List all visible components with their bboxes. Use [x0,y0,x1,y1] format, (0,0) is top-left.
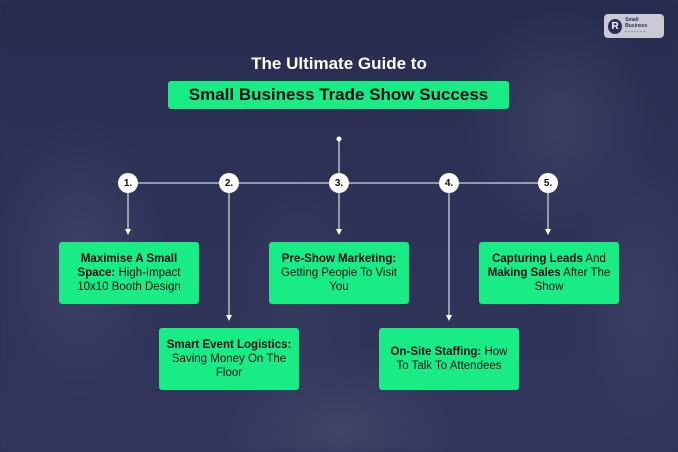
step-5-card: Capturing Leads And Making Sales After T… [479,242,619,304]
step-1-bold: Maximise A Small Space: [77,253,178,279]
step-5-rest: After The Show [534,267,611,293]
step-1-card: Maximise A Small Space: High-Impact 10x1… [59,242,199,304]
step-4-rest: How To Talk To Attendees [396,346,508,372]
step-2-number: 2. [219,173,239,193]
page-subtitle: Small Business Trade Show Success [168,81,509,109]
step-4-number: 4. [439,173,459,193]
step-1-rest: High-Impact 10x10 Booth Design [77,267,181,293]
step-4-bold: On-Site Staffing: [390,346,482,358]
logo-line-1: Small Business [625,17,648,29]
step-1-number: 1. [118,173,138,193]
step-2-card: Smart Event Logistics: Saving Money On T… [159,328,299,390]
step-5-number: 5. [538,173,558,193]
logo-line-2: - - - - - - - [625,29,646,35]
brand-logo: R Small Business - - - - - - - [604,14,664,38]
timeline-top-dot [336,136,342,142]
step-3-number: 3. [329,173,349,193]
step-4-text: On-Site Staffing: How To Talk To Attende… [385,345,513,373]
step-2-text: Smart Event Logistics: Saving Money On T… [165,338,293,380]
step-3-text: Pre-Show Marketing: Getting People To Vi… [275,252,403,294]
step-3-rest: Getting People To Visit You [281,267,397,293]
step-3-bold: Pre-Show Marketing: [281,253,397,265]
step-3-card: Pre-Show Marketing: Getting People To Vi… [269,242,409,304]
step-5-bold-2: Making Sales [487,267,561,279]
step-1-text: Maximise A Small Space: High-Impact 10x1… [65,252,193,294]
page-title: The Ultimate Guide to [251,54,427,73]
step-5-text: Capturing Leads And Making Sales After T… [485,252,613,294]
logo-text: Small Business - - - - - - - [625,17,660,35]
step-2-rest: Saving Money On The Floor [171,353,287,379]
step-5-mid: And [585,253,606,265]
step-2-bold: Smart Event Logistics: [166,339,292,351]
step-5-bold: Capturing Leads [492,253,583,265]
logo-mark: R [608,18,623,34]
step-4-card: On-Site Staffing: How To Talk To Attende… [379,328,519,390]
